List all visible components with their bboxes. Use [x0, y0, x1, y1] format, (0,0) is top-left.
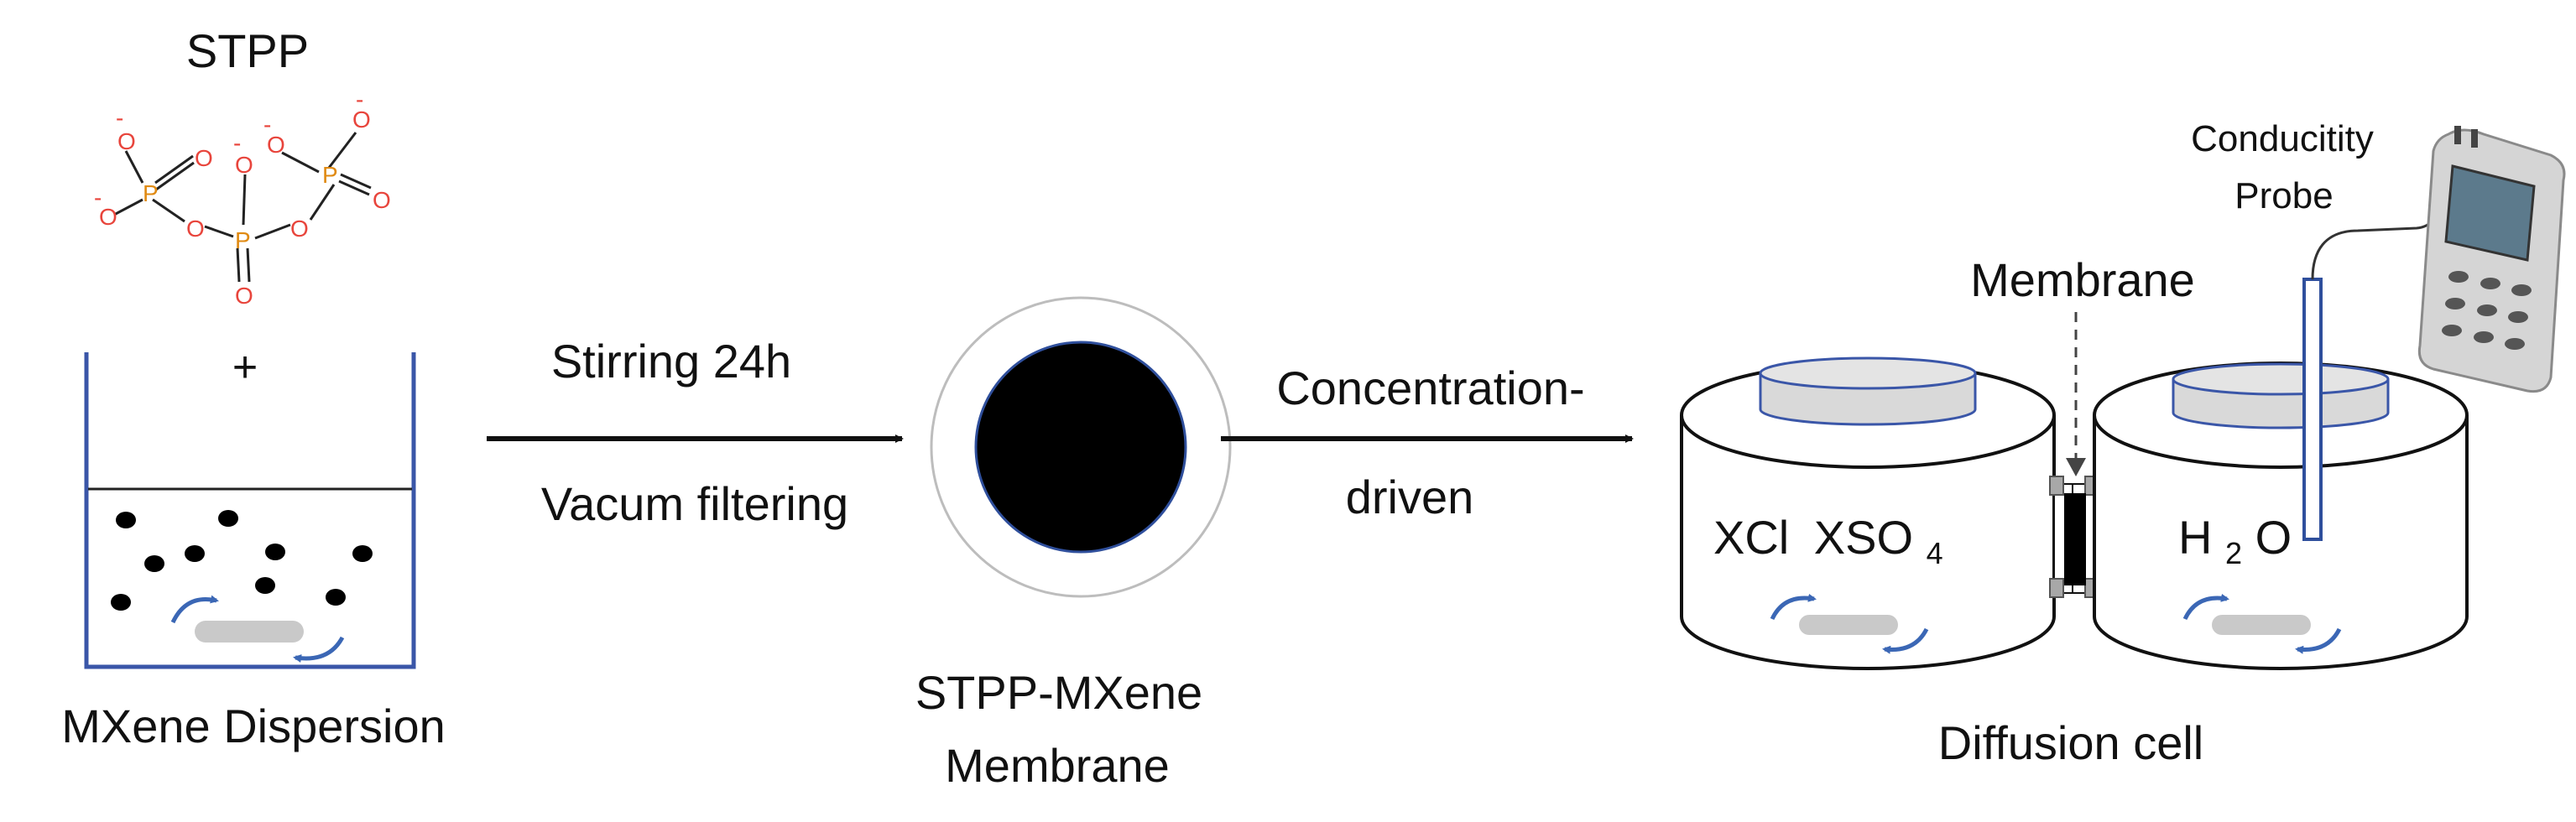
step1-top-label: Stirring 24h: [551, 335, 791, 388]
left-solution-xcl: XCl: [1713, 511, 1789, 564]
atom-charge: -: [94, 185, 102, 211]
right-solution-label: H 2 O: [2178, 511, 2292, 574]
beaker-outline: [84, 352, 416, 669]
atom-oxygen: O: [235, 283, 253, 309]
stpp-label: STPP: [186, 24, 309, 77]
stir-bar: [2212, 615, 2311, 635]
stpp-molecule: O - P O O - O O - P O O O - P O - O: [94, 86, 391, 309]
right-solution-h: H: [2178, 511, 2212, 564]
atom-phosphorus: P: [143, 180, 159, 206]
probe-label-line1: Conducitity: [2191, 118, 2374, 159]
clamp: [2049, 476, 2064, 496]
atom-oxygen: O: [99, 204, 117, 230]
atom-phosphorus: P: [322, 162, 338, 188]
stir-arrow-icon: [1770, 593, 1817, 621]
left-solution-subscript: 4: [1927, 536, 1943, 570]
membrane-product-label-line1: STPP-MXene: [915, 666, 1202, 719]
atom-oxygen: O: [373, 187, 391, 213]
left-solution-label: XCl XSO 4: [1713, 511, 1943, 570]
handheld-meter-icon: [2417, 126, 2566, 393]
stir-arrow-icon: [170, 595, 219, 624]
left-solution-xso: XSO: [1814, 511, 1913, 564]
atom-oxygen: O: [195, 145, 213, 171]
stir-arrow-icon: [2182, 593, 2229, 621]
diffusion-cell: [1680, 126, 2566, 670]
beaker: [84, 352, 416, 669]
plus-sign: +: [232, 343, 258, 392]
mxene-dispersion-label: MXene Dispersion: [61, 700, 446, 752]
atom-charge: -: [356, 86, 363, 112]
membrane-connector: [2049, 476, 2099, 598]
membrane-label: Membrane: [1970, 253, 2195, 306]
atom-oxygen: O: [352, 107, 371, 133]
diffusion-cell-label: Diffusion cell: [1938, 716, 2203, 769]
atom-oxygen: O: [267, 132, 285, 158]
atom-oxygen: O: [117, 128, 136, 154]
stir-bar: [195, 621, 304, 643]
right-chamber: [2093, 362, 2469, 670]
left-chamber: [1680, 356, 2056, 670]
probe-label-line2: Probe: [2234, 175, 2333, 216]
stir-arrow-icon: [1882, 627, 1929, 654]
stir-bar: [1799, 615, 1898, 635]
clamp: [2049, 578, 2064, 598]
membrane-film: [974, 341, 1187, 554]
atom-oxygen: O: [186, 216, 205, 242]
stir-arrow-icon: [2295, 627, 2342, 654]
mxene-particles: [111, 510, 373, 611]
conductivity-probe-rod: [2302, 278, 2323, 541]
step2-top-label: Concentration-: [1276, 362, 1584, 414]
step1-bottom-label: Vacum filtering: [541, 477, 848, 530]
molecule-bonds: [113, 132, 372, 283]
membrane-pointer-arrowhead: [2066, 458, 2086, 476]
membrane-in-cell: [2064, 493, 2086, 585]
right-solution-subscript: 2: [2225, 536, 2242, 570]
stpp-mxene-membrane-disc: [930, 296, 1232, 598]
atom-oxygen: O: [235, 152, 253, 178]
atom-phosphorus: P: [235, 227, 251, 253]
stir-arrow-icon: [293, 636, 345, 663]
step2-bottom-label: driven: [1346, 471, 1474, 523]
atom-charge: -: [233, 130, 241, 156]
atom-oxygen: O: [290, 216, 309, 242]
atom-charge: -: [263, 112, 271, 138]
atom-charge: -: [116, 105, 123, 131]
right-solution-o: O: [2255, 511, 2292, 564]
membrane-product-label-line2: Membrane: [945, 739, 1170, 792]
